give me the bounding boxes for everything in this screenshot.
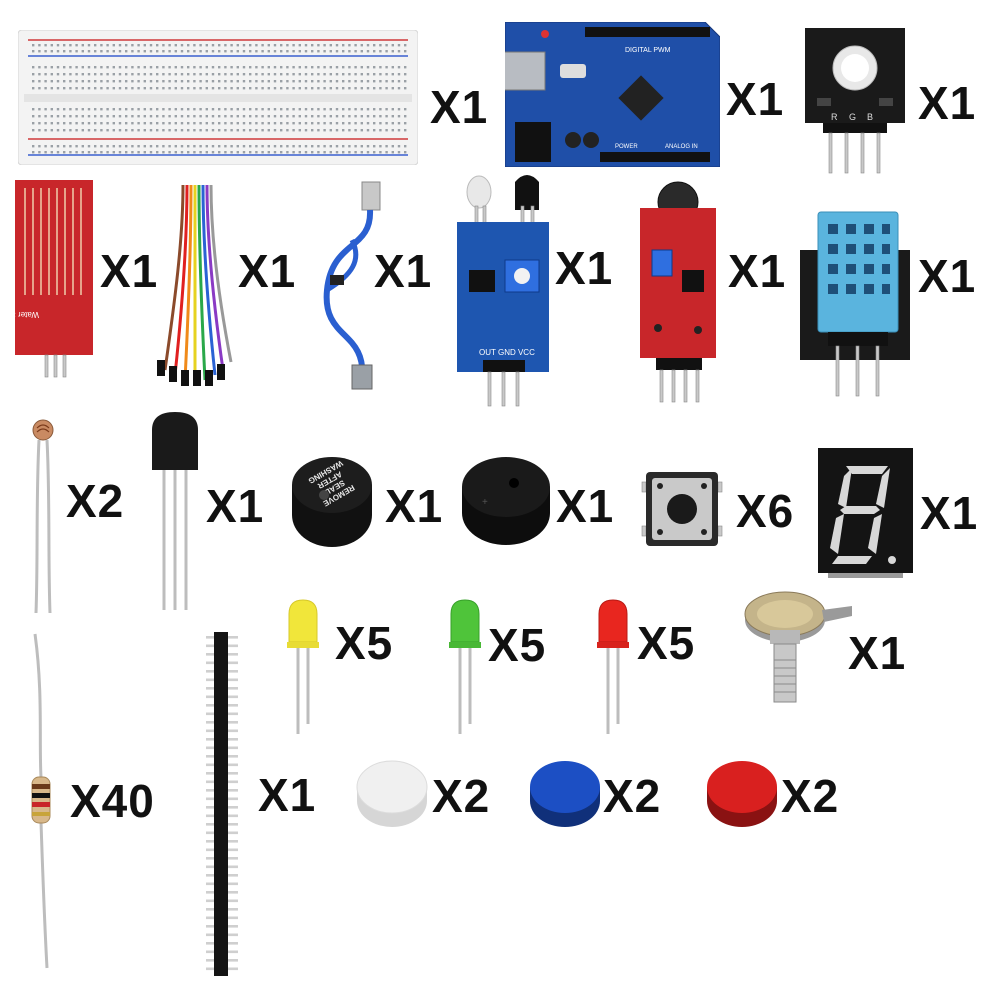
dht11-module (800, 211, 910, 397)
passive-buzzer-qty: X1 (556, 480, 615, 532)
flame-sensor-module-qty: X1 (555, 242, 614, 294)
breadboard (18, 30, 418, 165)
flame-sensor-module: OUT GND VCC (457, 175, 549, 407)
active-buzzer-qty: X1 (385, 480, 444, 532)
usb-cable-qty: X1 (374, 245, 433, 297)
tact-switch (641, 472, 723, 546)
water-sensor: Water Sensor (15, 180, 93, 378)
flame-pins-label: OUT GND VCC (479, 348, 535, 357)
red-led (597, 599, 629, 734)
water-sensor-label: Water Sensor (15, 310, 39, 319)
uno-board: DIGITAL PWM ANALOG IN POWER (505, 22, 720, 167)
uno-digital-label: DIGITAL PWM (625, 47, 671, 54)
breadboard-qty: X1 (430, 81, 489, 133)
red-button-cap-qty: X2 (781, 770, 840, 822)
green-led-qty: X5 (488, 619, 547, 671)
uno-board-qty: X1 (726, 73, 785, 125)
usb-cable (323, 181, 381, 390)
seven-segment-display (818, 448, 913, 578)
passive-buzzer: + (462, 457, 550, 545)
blue-button-cap-qty: X2 (603, 770, 662, 822)
resistor-qty: X40 (70, 775, 155, 827)
temp-sensor-to92 (152, 412, 198, 610)
yellow-led (287, 599, 319, 734)
temp-sensor-to92-qty: X1 (206, 480, 265, 532)
active-buzzer: REMOVE SEAL AFTER WASHING (292, 457, 372, 547)
white-button-cap (356, 760, 428, 827)
uno-analog-label: ANALOG IN (665, 144, 698, 150)
rgb-g-label: G (849, 112, 856, 122)
jumper-wires-qty: X1 (238, 245, 297, 297)
rgb-b-label: B (867, 112, 873, 122)
white-button-cap-qty: X2 (432, 770, 491, 822)
dht11-module-qty: X1 (918, 250, 977, 302)
sound-sensor-module-qty: X1 (728, 245, 787, 297)
sound-sensor-module (640, 181, 716, 403)
water-sensor-qty: X1 (100, 245, 159, 297)
red-led-qty: X5 (637, 617, 696, 669)
resistor (31, 633, 51, 969)
rgb-led-module: R G B (805, 28, 905, 174)
tact-switch-qty: X6 (736, 485, 795, 537)
seven-segment-display-qty: X1 (920, 487, 979, 539)
photoresistor-qty: X2 (66, 475, 125, 527)
rgb-led-module-qty: X1 (918, 77, 977, 129)
photoresistor (32, 419, 54, 614)
uno-power-label: POWER (615, 144, 638, 150)
potentiometer (744, 591, 852, 703)
pin-header-qty: X1 (258, 769, 317, 821)
rgb-r-label: R (831, 112, 838, 122)
red-button-cap (707, 761, 777, 827)
svg-text:+: + (482, 497, 488, 508)
yellow-led-qty: X5 (335, 617, 394, 669)
green-led (449, 599, 481, 734)
potentiometer-qty: X1 (848, 627, 907, 679)
blue-button-cap (530, 761, 600, 827)
jumper-wires (157, 184, 233, 386)
pin-header (206, 632, 238, 976)
